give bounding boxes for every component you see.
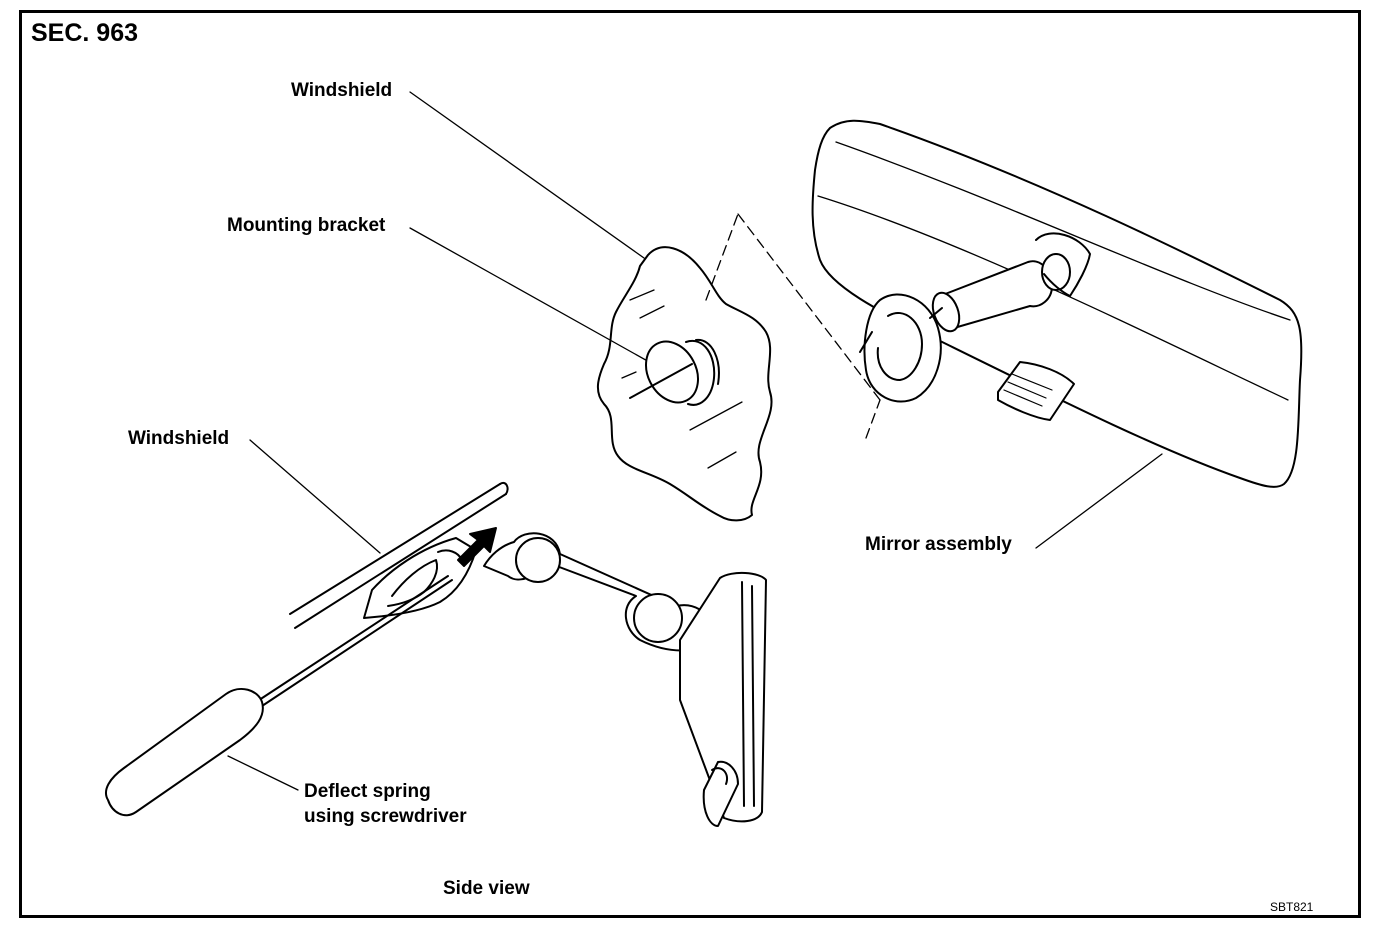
side-view-arrow — [457, 527, 497, 567]
label-mirror-assembly: Mirror assembly — [865, 534, 1012, 555]
label-windshield-side: Windshield — [128, 428, 230, 449]
projection-lines — [705, 213, 881, 439]
screwdriver-icon — [105, 575, 453, 817]
side-view-bracket — [363, 537, 477, 619]
label-side-view: Side view — [443, 878, 530, 899]
diagram-frame — [19, 10, 1361, 918]
label-deflect-spring: Deflect spring using screwdriver — [304, 781, 467, 827]
label-mounting-bracket: Mounting bracket — [227, 215, 386, 236]
mounting-bracket — [629, 338, 720, 406]
side-view-mirror-arm — [483, 532, 713, 652]
side-view-windshield — [289, 482, 509, 629]
windshield-glass-piece — [597, 246, 773, 522]
label-windshield-top: Windshield — [291, 80, 393, 101]
mirror-assembly — [811, 119, 1303, 488]
leader-lines — [227, 91, 1163, 791]
section-label: SEC. 963 — [31, 19, 139, 47]
side-view-mirror — [679, 572, 767, 827]
figure-code: SBT821 — [1270, 900, 1314, 914]
